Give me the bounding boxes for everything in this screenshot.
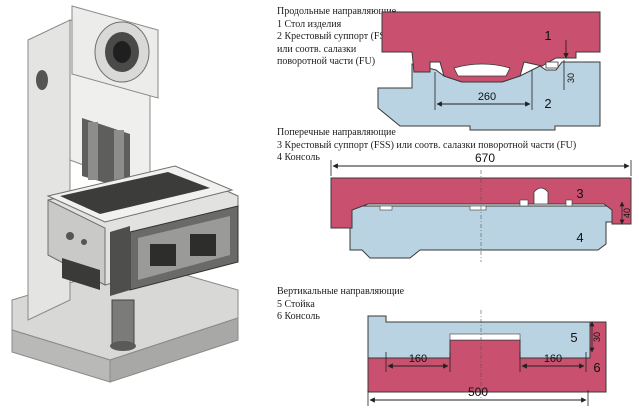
vertical-caption: Вертикальные направляющие 5 Стойка 6 Кон… [277, 286, 404, 324]
dimension-label: 30 [592, 332, 602, 342]
transverse-item: 3 Крестовый суппорт (FSS) или соотв. сал… [277, 139, 577, 151]
longitudinal-section: 1 2 260 30 [377, 11, 601, 131]
console-part [349, 205, 613, 259]
dimension-label: 40 [622, 208, 632, 218]
dimension-label: 160 [409, 353, 427, 365]
longitudinal-item: поворотной части (FU) [277, 56, 376, 67]
vertical-title: Вертикальные направляющие [277, 286, 405, 297]
console-vertical-part [367, 321, 607, 393]
part-label: 3 [576, 186, 583, 201]
transverse-section: 670 3 4 40 [330, 151, 632, 262]
transverse-item: 4 Консоль [277, 152, 320, 163]
dimension-label: 500 [468, 385, 488, 399]
part-label: 6 [593, 360, 600, 375]
part-label: 1 [544, 28, 551, 43]
part-label: 2 [544, 96, 551, 111]
longitudinal-item: или соотв. салазки [277, 43, 357, 55]
milling-machine-illustration [11, 5, 239, 383]
transverse-caption: Поперечные направляющие 3 Крестовый супп… [277, 127, 576, 165]
transverse-title: Поперечные направляющие [277, 127, 396, 138]
longitudinal-caption: Продольные направляющие 1 Стол изделия 2… [277, 6, 396, 69]
part-label: 5 [570, 330, 577, 345]
table-part [381, 11, 601, 83]
longitudinal-item: 2 Крестовый суппорт (FSS) [277, 31, 394, 42]
crossslide-part [377, 61, 601, 131]
part-label: 4 [576, 230, 583, 245]
dimension-label: 30 [566, 73, 576, 83]
longitudinal-title: Продольные направляющие [277, 6, 397, 17]
dimension-label: 260 [478, 91, 496, 103]
vertical-item: 6 Консоль [277, 311, 320, 322]
vertical-section: 5 6 160 160 500 30 [367, 310, 607, 406]
dimension-label: 670 [475, 151, 495, 165]
vertical-item: 5 Стойка [277, 298, 315, 310]
longitudinal-item: 1 Стол изделия [277, 18, 342, 30]
dimension-label: 160 [544, 353, 562, 365]
